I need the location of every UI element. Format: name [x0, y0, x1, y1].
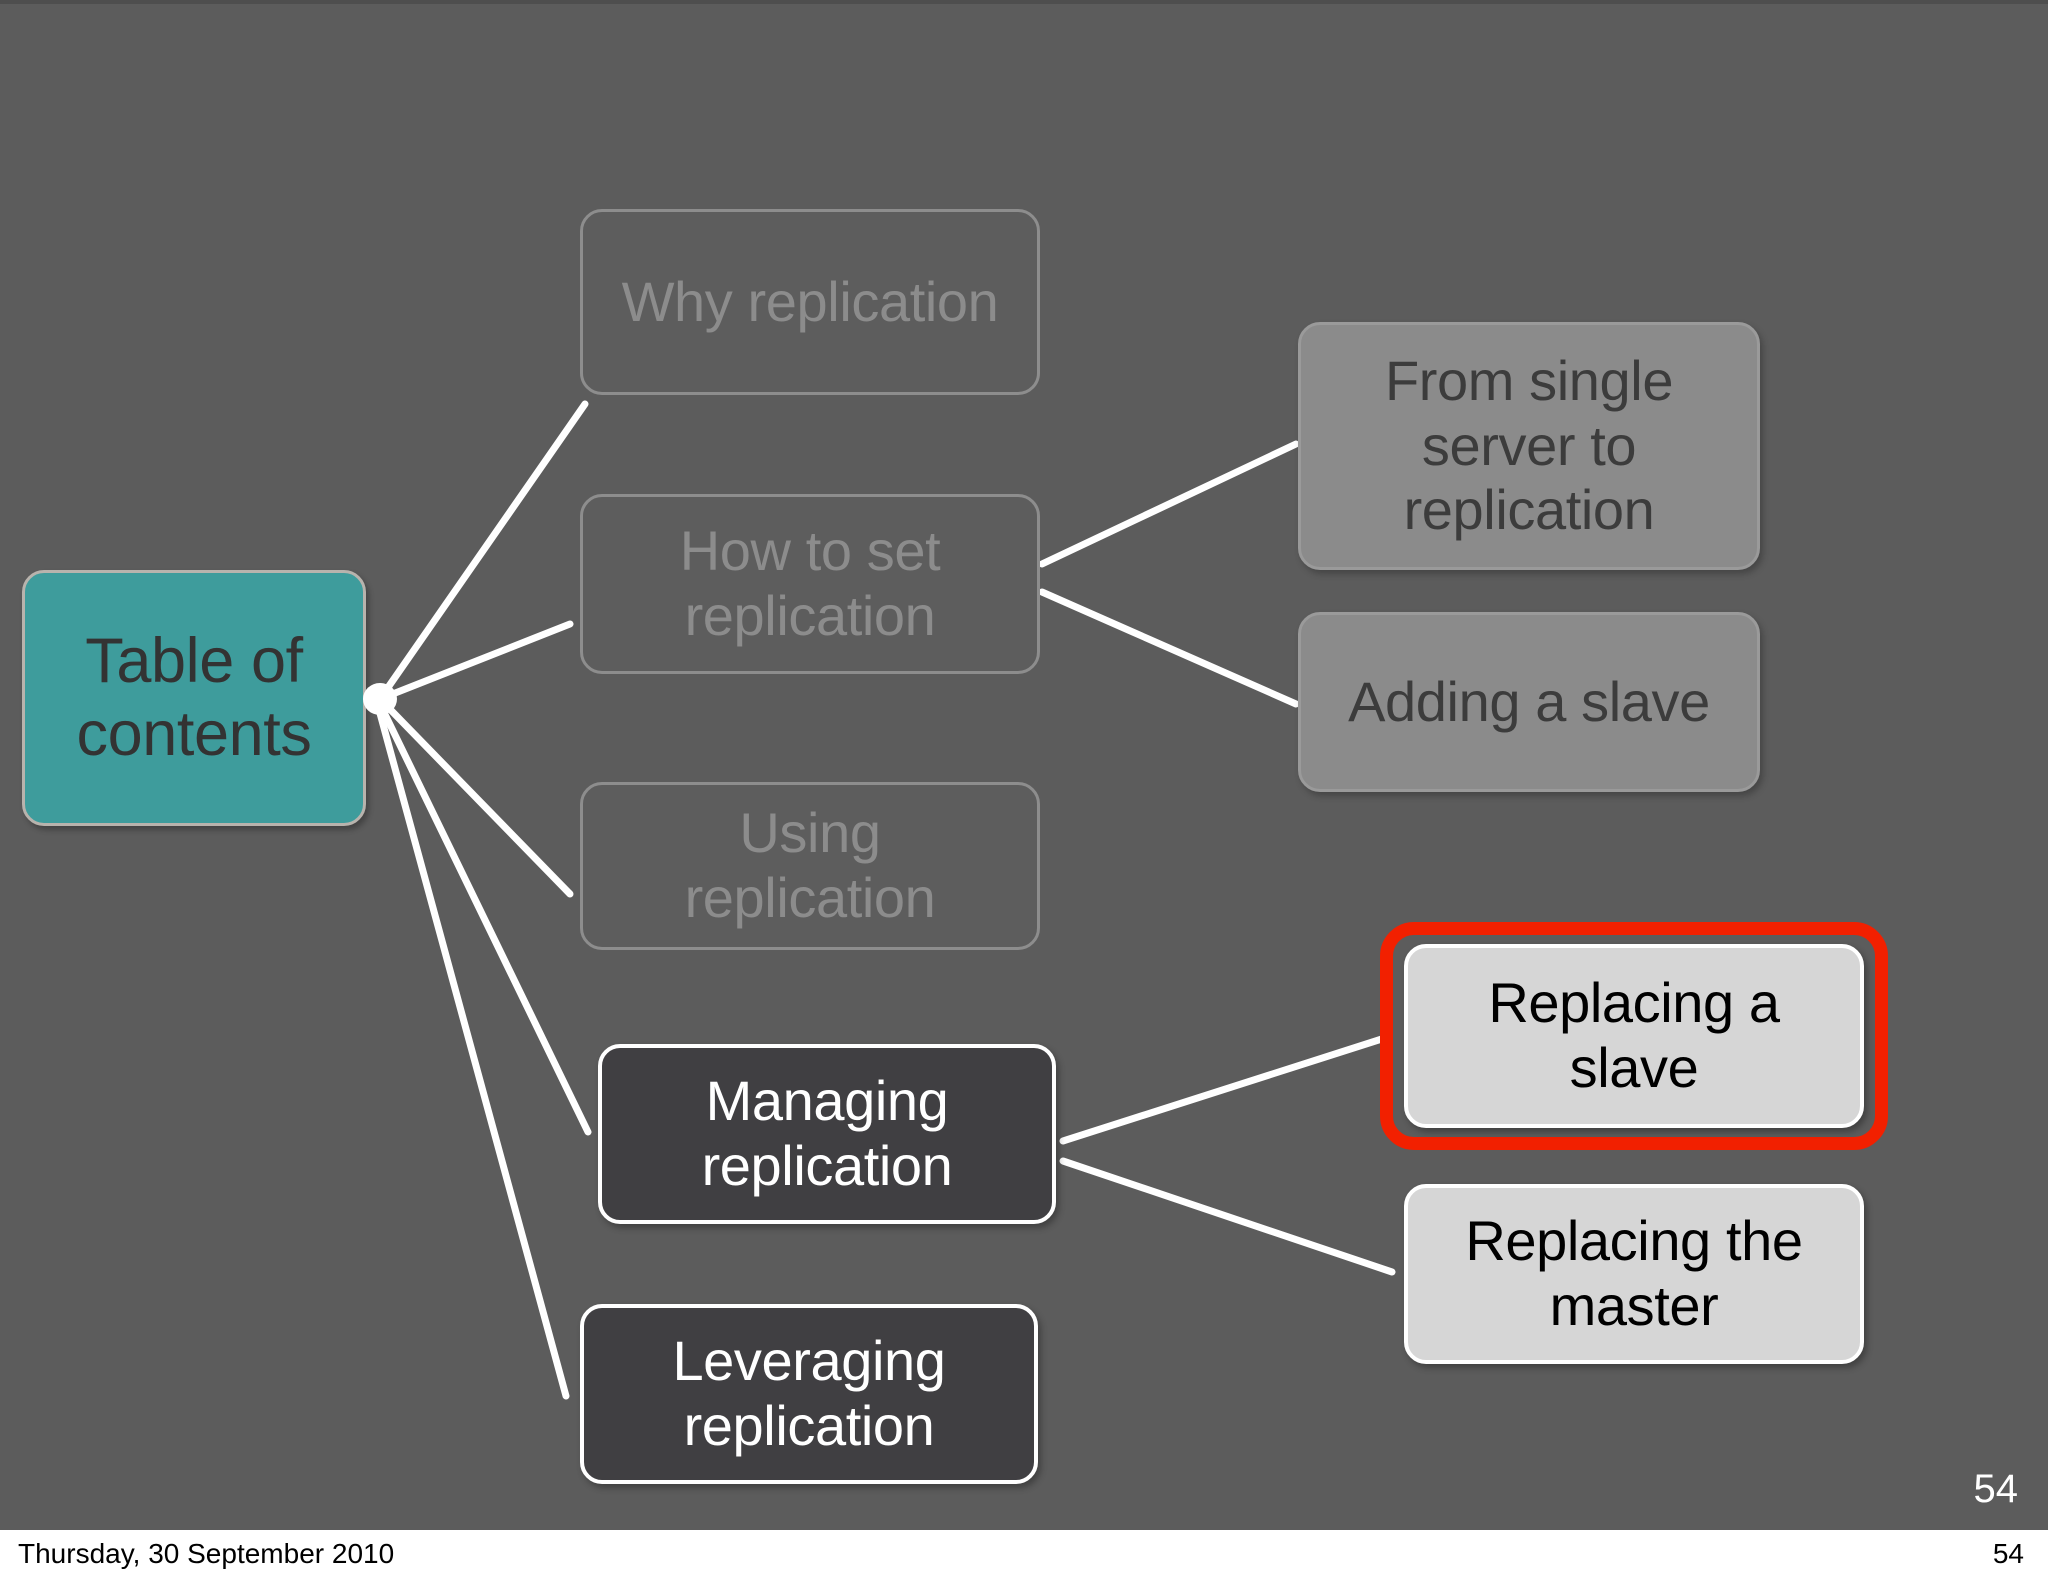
node-using-replication[interactable]: Using replication [580, 782, 1040, 950]
footer-page-number: 54 [1992, 1538, 2024, 1569]
node-how-to-set-replication[interactable]: How to set replication [580, 494, 1040, 674]
node-managing-replication[interactable]: Managing replication [598, 1044, 1056, 1224]
slide-canvas: Table of contents Why replication How to… [0, 0, 2048, 1530]
node-why-replication[interactable]: Why replication [580, 209, 1040, 395]
edge-how-to-set-to-adding-a-slave [1038, 588, 1300, 708]
edge-root-to-how-to-set-replication [376, 620, 574, 703]
hub-node-dot [363, 683, 397, 715]
edge-root-to-using-replication [376, 695, 574, 898]
edge-root-to-why-replication [376, 400, 589, 703]
edge-managing-to-replacing-a-slave [1059, 1033, 1392, 1145]
edge-managing-to-replacing-the-master [1059, 1157, 1396, 1276]
node-replacing-the-master[interactable]: Replacing the master [1404, 1184, 1864, 1364]
slide-page-number: 54 [1973, 1467, 2019, 1511]
node-replacing-a-slave[interactable]: Replacing a slave [1404, 944, 1864, 1128]
node-table-of-contents[interactable]: Table of contents [22, 570, 366, 826]
edge-root-to-managing-replication [376, 700, 592, 1136]
node-leveraging-replication[interactable]: Leveraging replication [580, 1304, 1038, 1484]
footer-bar: Thursday, 30 September 2010 54 [0, 1530, 2048, 1576]
node-from-single-server-to-replication[interactable]: From single server to replication [1298, 322, 1760, 570]
edge-how-to-set-to-from-single-server [1038, 440, 1300, 568]
highlight-ring-replacing-a-slave [1380, 922, 1888, 1150]
node-adding-a-slave[interactable]: Adding a slave [1298, 612, 1760, 792]
edge-root-to-leveraging-replication [374, 702, 570, 1400]
footer-date: Thursday, 30 September 2010 [18, 1538, 395, 1569]
